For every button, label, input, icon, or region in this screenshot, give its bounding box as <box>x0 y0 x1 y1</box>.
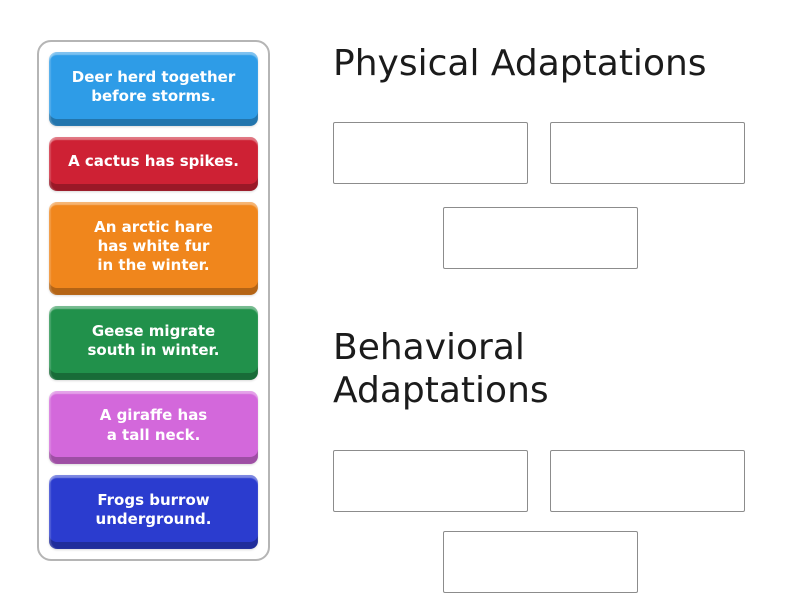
group-title-physical: Physical Adaptations <box>333 43 707 84</box>
drop-slot[interactable] <box>333 449 528 512</box>
group-title-behavioral: Behavioral Adaptations <box>333 327 549 412</box>
sort-card[interactable]: Frogs burrow underground. <box>49 475 258 550</box>
sort-card[interactable]: Geese migrate south in winter. <box>49 306 258 380</box>
card-tray: Deer herd together before storms. A cact… <box>37 40 270 561</box>
groups-area: Physical Adaptations Behavioral Adaptati… <box>333 0 748 593</box>
drop-slot[interactable] <box>550 122 745 185</box>
sort-card[interactable]: A giraffe has a tall neck. <box>49 390 258 465</box>
sort-card[interactable]: An arctic hare has white fur in the wint… <box>49 202 258 296</box>
behavioral-slot-row <box>333 449 748 512</box>
drop-slot[interactable] <box>443 207 638 270</box>
sort-card[interactable]: Deer herd together before storms. <box>49 52 258 126</box>
drop-slot[interactable] <box>443 530 638 593</box>
drop-slot[interactable] <box>550 449 745 512</box>
behavioral-slot-center-row <box>333 530 748 593</box>
sort-card[interactable]: A cactus has spikes. <box>49 136 258 192</box>
physical-slot-center-row <box>333 207 748 270</box>
physical-slot-row <box>333 122 748 185</box>
drop-slot[interactable] <box>333 122 528 185</box>
